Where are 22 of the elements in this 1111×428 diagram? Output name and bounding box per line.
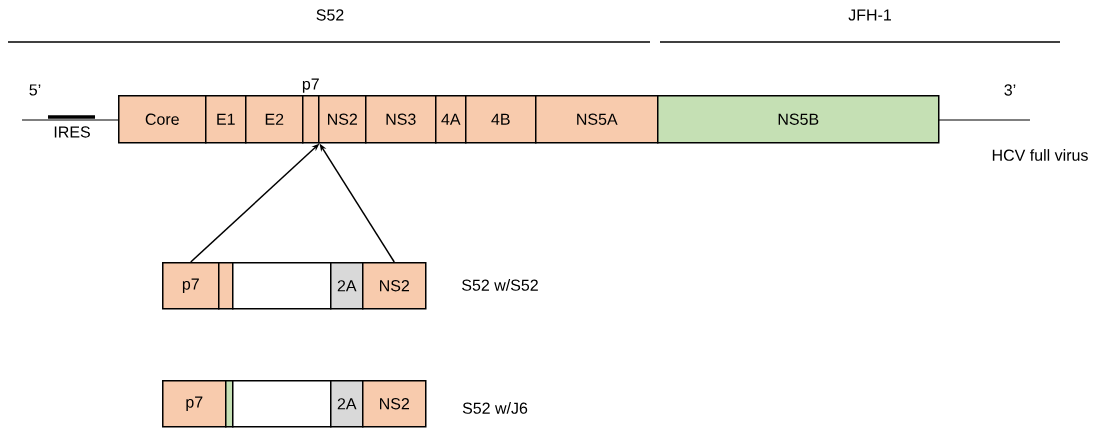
- end-label: 5’: [29, 84, 41, 96]
- gene-box: 2A: [330, 380, 364, 428]
- gene-box: NS5B: [657, 95, 940, 144]
- segment-box: [232, 380, 332, 428]
- construct-label: HCV full virus: [992, 149, 1088, 161]
- ires-label: IRES: [54, 126, 90, 138]
- gene-box: 2A: [330, 262, 364, 310]
- construct-label: S52 w/S52: [462, 279, 538, 291]
- construct-label: S52 w/J6: [462, 402, 528, 414]
- gene-box: 4A: [435, 95, 467, 144]
- gene-box: E1: [205, 95, 247, 144]
- strain-label: JFH-1: [848, 9, 891, 21]
- segment-box: [232, 262, 332, 310]
- segment-box: [218, 262, 234, 310]
- node-label: p7: [302, 78, 319, 93]
- gene-box: NS2: [362, 262, 427, 310]
- strain-label: S52: [316, 9, 344, 21]
- end-label: 3’: [1004, 84, 1016, 96]
- gene-box: NS2: [362, 380, 427, 428]
- gene-box: NS5A: [535, 95, 659, 144]
- gene-box: p7: [302, 78, 320, 144]
- gene-box: p7: [162, 380, 227, 428]
